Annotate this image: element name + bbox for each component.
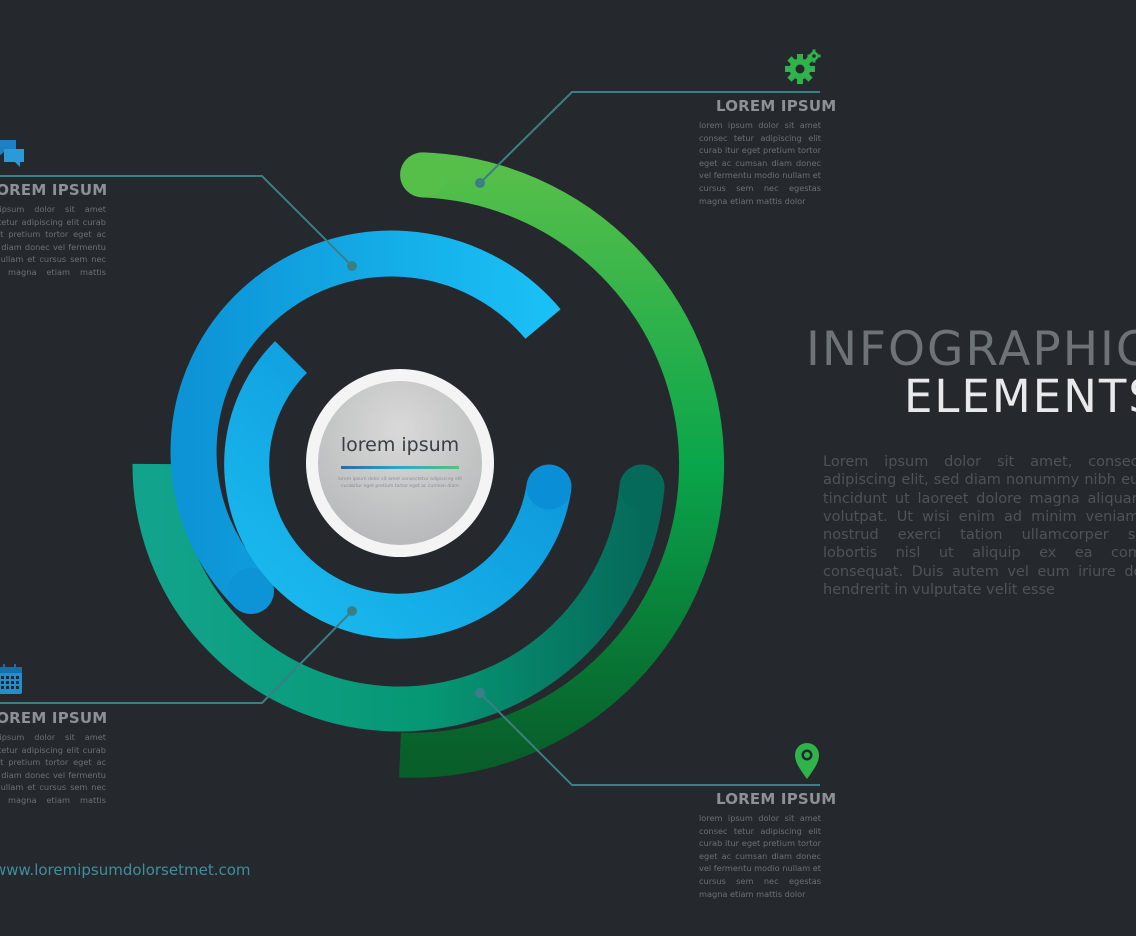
center-body: lorem ipsum dolor sit amet consectetur a…	[337, 477, 463, 489]
headline-line-1: INFOGRAPHIC	[806, 322, 1136, 377]
headline-line-2: ELEMENTS	[904, 370, 1136, 423]
footer-url: www.loremipsumdolorsetmet.com	[0, 861, 251, 879]
connector-bottom-left	[0, 610, 353, 704]
block-title-bottom-left: LOREM IPSUM	[0, 709, 108, 727]
block-title-top-left: LOREM IPSUM	[0, 181, 108, 199]
blue-inner-arc-cap	[526, 464, 572, 510]
blue-outer-arc-segment	[170, 230, 561, 608]
connector-top-right	[479, 91, 820, 184]
connector-dot-top-left	[347, 261, 357, 271]
block-body-bottom-right: lorem ipsum dolor sit amet consec tetur …	[699, 813, 821, 899]
connector-dot-top-right	[475, 178, 485, 188]
calendar-icon	[0, 664, 22, 694]
center-title: lorem ipsum	[340, 434, 460, 456]
chat-bubbles-icon	[0, 140, 24, 167]
blue-inner-arc-segment	[224, 341, 572, 639]
block-title-top-right: LOREM IPSUM	[716, 97, 837, 115]
blue-outer-arc-cap	[228, 568, 274, 614]
center-divider	[341, 466, 459, 469]
connector-top-left	[0, 175, 353, 267]
map-pin-icon	[795, 743, 819, 779]
center-disc	[318, 381, 482, 545]
green-arc-segment	[399, 152, 725, 778]
connector-dot-bottom-left	[347, 606, 357, 616]
block-body-top-left: lorem ipsum dolor sit amet consec tetur …	[0, 204, 106, 277]
teal-arc-segment	[132, 463, 665, 732]
block-title-bottom-right: LOREM IPSUM	[716, 790, 837, 808]
connector-dot-bottom-right	[475, 688, 485, 698]
block-body-bottom-left: lorem ipsum dolor sit amet consec tetur …	[0, 732, 106, 805]
teal-arc-cap	[619, 464, 665, 510]
headline-body: Lorem ipsum dolor sit amet, consectetuer…	[823, 454, 1136, 599]
connector-bottom-right	[479, 692, 820, 786]
block-body-top-right: lorem ipsum dolor sit amet consec tetur …	[699, 120, 821, 206]
gears-icon	[785, 49, 821, 84]
green-arc-cap	[400, 152, 446, 198]
